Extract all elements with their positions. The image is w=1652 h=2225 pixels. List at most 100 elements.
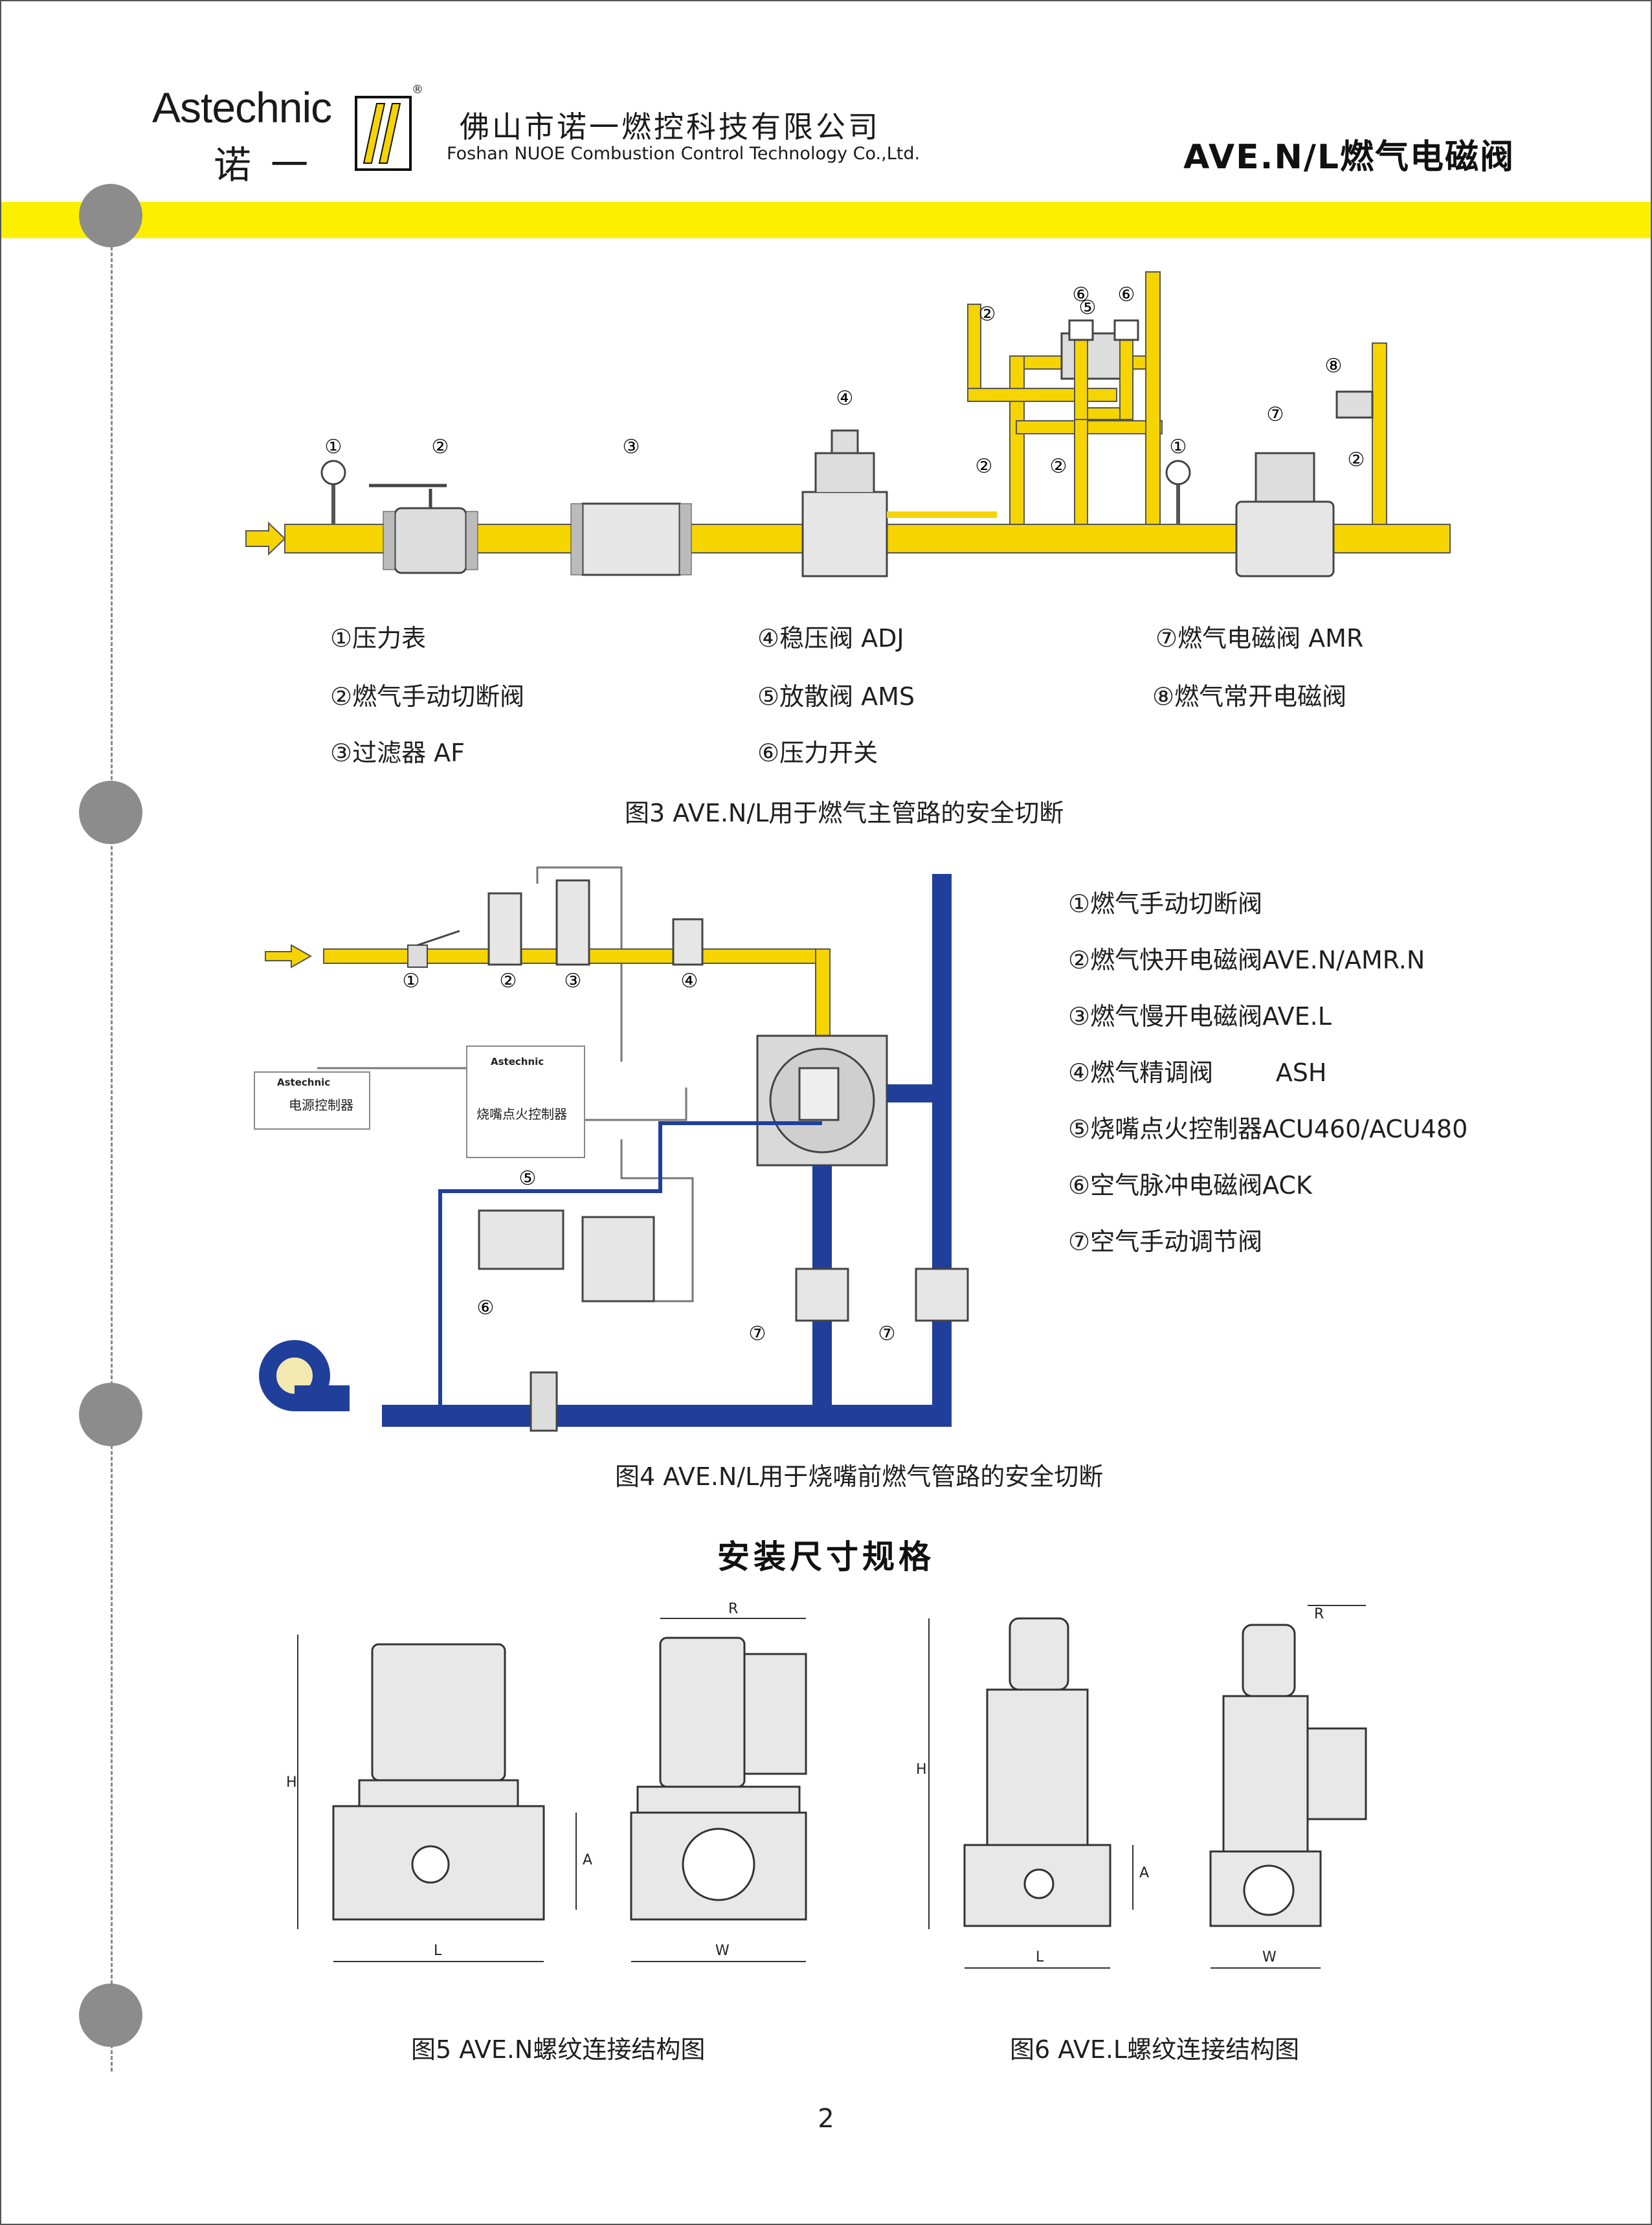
fig4-diagram: ① ② ③ ④ ⑦ ⑦ ⑥ ⑤ <box>259 866 969 1432</box>
fig4-marker-7b: ⑦ <box>878 1323 896 1345</box>
fig3-caption: 图3 AVE.N/L用于燃气主管路的安全切断 <box>625 799 1064 827</box>
fig5-dim-a: A <box>583 1852 592 1868</box>
fig4-power-label: 电源控制器 <box>289 1097 353 1113</box>
fig4-marker-1: ① <box>403 970 420 992</box>
fig3-marker-1: ① <box>325 436 342 458</box>
brand-name-en: Astechnic <box>152 84 332 131</box>
fig3-solenoid-valve <box>1235 500 1335 577</box>
logo-icon <box>355 96 412 171</box>
fig3-marker-6b: ⑥ <box>1118 284 1135 306</box>
binder-hole-2 <box>79 781 142 844</box>
fig3-marker-2b: ② <box>979 303 996 326</box>
fig3-legend-2: ②燃气手动切断阀 <box>330 682 525 711</box>
fig4-ignition-controller: Astechnic 烧嘴点火控制器 <box>466 1045 585 1158</box>
fig6-front-cap <box>1009 1617 1069 1691</box>
fig4-legend-3: ③燃气慢开电磁阀AVE.L <box>1068 1002 1332 1031</box>
fig6-side-body <box>1209 1850 1322 1927</box>
fig6-dim-r: R <box>1314 1606 1324 1622</box>
fig5-dim-l: L <box>434 1943 442 1959</box>
fig3-pressure-gauge-1 <box>320 460 346 486</box>
fig6-caption: 图6 AVE.L螺纹连接结构图 <box>1010 2035 1300 2064</box>
fig4-legend-6: ⑥空气脉冲电磁阀ACK <box>1068 1171 1312 1200</box>
binder-hole-4 <box>79 1984 142 2047</box>
fig3-legend-8: ⑧燃气常开电磁阀 <box>1152 682 1347 711</box>
fig4-fast-valve <box>487 892 522 966</box>
fig4-inlet-arrow <box>265 944 313 968</box>
fig4-caption: 图4 AVE.N/L用于烧嘴前燃气管路的安全切断 <box>615 1462 1104 1491</box>
fig3-regulator <box>801 491 888 577</box>
fig6-dim-l: L <box>1036 1949 1044 1965</box>
fig4-ignition-brand: Astechnic <box>491 1056 544 1068</box>
fig4-manual-valve <box>407 945 428 968</box>
brand-name-cn: 诺一 <box>214 143 328 187</box>
fig4-ignition-label: 烧嘴点火控制器 <box>476 1106 567 1122</box>
fig4-power-controller: Astechnic 电源控制器 <box>254 1071 370 1130</box>
fig4-legend-2: ②燃气快开电磁阀AVE.N/AMR.N <box>1068 946 1425 974</box>
fig6-side-coil <box>1222 1695 1309 1853</box>
fig4-slow-valve <box>555 879 590 966</box>
fig3-pressure-gauge-2 <box>1165 460 1191 486</box>
fig3-legend-5: ⑤放散阀 AMS <box>757 682 915 711</box>
fig3-filter <box>581 502 681 576</box>
fig3-marker-8: ⑧ <box>1325 355 1343 377</box>
fig3-legend-4: ④稳压阀 ADJ <box>757 624 904 653</box>
fig4-power-brand: Astechnic <box>277 1077 331 1088</box>
fig3-marker-3: ③ <box>623 436 640 458</box>
fig5-front-coil <box>371 1643 506 1782</box>
fig3-diagram: ① ② ③ ④ ② ② ⑤ ⑥ ⑥ ② ① ⑦ ⑧ ② <box>245 271 1451 577</box>
fig3-legend-3: ③过滤器 AF <box>330 739 465 767</box>
fig3-marker-7: ⑦ <box>1267 403 1284 426</box>
fig6-dim-w: W <box>1262 1949 1277 1965</box>
company-name-en: Foshan NUOE Combustion Control Technolog… <box>447 144 921 164</box>
fig3-marker-1b: ① <box>1170 436 1187 458</box>
header-accent-band <box>0 202 1652 238</box>
binder-hole-1 <box>79 184 142 247</box>
company-name-cn: 佛山市诺一燃控科技有限公司 <box>460 109 880 144</box>
fig3-marker-2d: ② <box>1050 455 1067 478</box>
product-title: AVE.N/L燃气电磁阀 <box>1183 138 1515 177</box>
fig4-legend-4: ④燃气精调阀 ASH <box>1068 1058 1327 1087</box>
fig4-marker-2: ② <box>500 970 517 992</box>
fig3-no-valve <box>1335 390 1374 419</box>
fig4-marker-5: ⑤ <box>519 1167 537 1190</box>
fig5-dim-h: H <box>286 1774 297 1791</box>
fig3-marker-2c: ② <box>976 455 993 478</box>
fig6-side-cap <box>1242 1624 1296 1697</box>
install-drawings: H L A R W H L A R W <box>286 1601 1367 1969</box>
fig4-marker-6: ⑥ <box>477 1297 495 1319</box>
fig5-dim-r: R <box>728 1601 738 1617</box>
fig3-marker-2a: ② <box>432 436 449 458</box>
install-section-title: 安装尺寸规格 <box>717 1538 935 1576</box>
fig3-legend-6: ⑥压力开关 <box>757 739 878 767</box>
fig5-side-coil <box>659 1637 746 1788</box>
fig3-pressure-switch-b <box>1113 319 1139 341</box>
fig4-air-valve-b <box>915 1268 969 1322</box>
fig5-caption: 图5 AVE.N螺纹连接结构图 <box>411 2035 706 2064</box>
fig3-legend-7: ⑦燃气电磁阀 AMR <box>1155 624 1364 653</box>
fig5-dim-w: W <box>715 1943 730 1959</box>
fig6-dim-h: H <box>916 1761 927 1778</box>
page-number: 2 <box>818 2104 834 2134</box>
fig6-front-body <box>963 1844 1111 1927</box>
fig4-legend-5: ⑤烧嘴点火控制器ACU460/ACU480 <box>1068 1115 1468 1143</box>
binder-hole-3 <box>79 1383 142 1446</box>
fig4-pulse-valve <box>478 1209 564 1270</box>
fig3-marker-4: ④ <box>836 387 854 410</box>
fig3-inlet-arrow <box>245 521 286 556</box>
fig4-marker-3: ③ <box>564 970 582 992</box>
fig4-air-valve-a <box>795 1268 849 1322</box>
fig3-marker-5: ⑤ <box>1079 296 1097 319</box>
fig4-legend-7: ⑦空气手动调节阀 <box>1068 1227 1263 1256</box>
fig6-front-coil <box>986 1688 1089 1846</box>
fig4-legend-1: ①燃气手动切断阀 <box>1068 889 1263 918</box>
fig3-marker-2e: ② <box>1348 449 1365 471</box>
fig3-marker-6a: ⑥ <box>1073 284 1090 306</box>
fig3-pressure-switch-a <box>1068 319 1094 341</box>
fig4-marker-7a: ⑦ <box>749 1323 766 1345</box>
fig3-legend-1: ①压力表 <box>330 624 427 653</box>
fig3-ball-valve <box>394 507 467 574</box>
fig4-air-pipe-riser <box>932 874 952 1424</box>
fig4-air-main-pipe <box>382 1405 952 1427</box>
fig6-dim-a: A <box>1139 1865 1149 1881</box>
binder-guide-line <box>111 194 113 2072</box>
